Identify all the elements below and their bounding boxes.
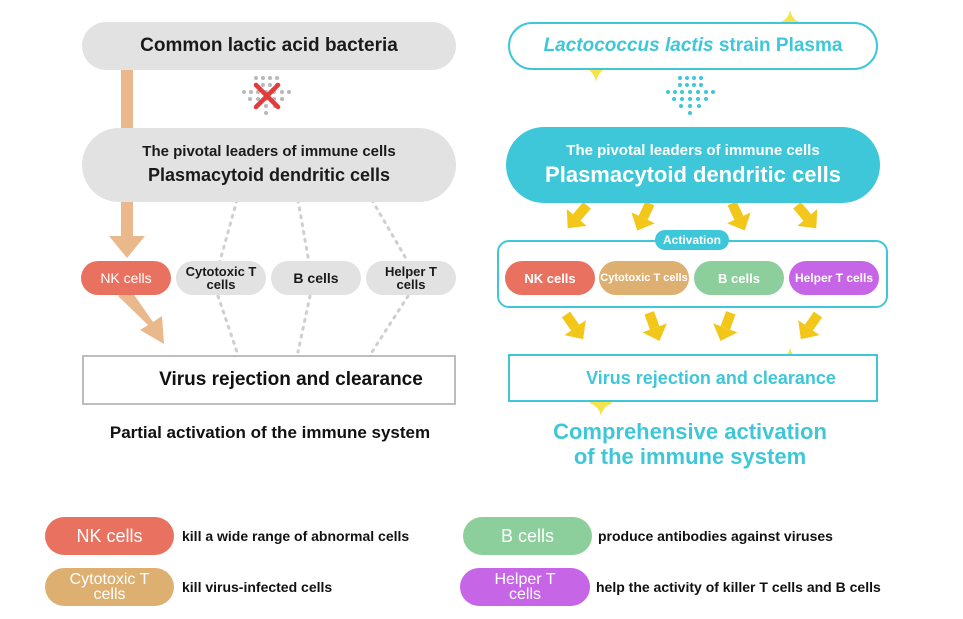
left-pdc-pill: The pivotal leaders of immune cells Plas… — [82, 128, 456, 202]
orange-arrow-diagonal — [118, 289, 164, 344]
right-source-italic: Lactococcus lactis — [543, 35, 714, 56]
right-helper-pill: Helper T cells — [789, 261, 879, 295]
legend-helper-l2: cells — [508, 586, 541, 603]
right-result-label: Virus rejection and clearance — [586, 367, 836, 388]
left-caption-text: Partial activation of the immune system — [109, 423, 431, 442]
yellow-arrows-top — [566, 201, 818, 231]
right-nk-cells-pill: NK cells — [505, 261, 595, 295]
left-source-label: Common lactic acid bacteria — [140, 35, 398, 56]
activation-label: Activation — [662, 233, 721, 247]
left-pdc-line2: Plasmacytoid dendritic cells — [147, 165, 391, 185]
right-caption-l2: of the immune system — [573, 444, 807, 469]
right-pdc-line1: The pivotal leaders of immune cells — [566, 142, 820, 159]
yellow-arrows-bottom — [561, 311, 823, 342]
right-source-rest: strain Plasma — [713, 35, 843, 56]
left-helper-l2: cells — [396, 277, 426, 292]
left-result-box: Virus rejection and clearance — [82, 355, 456, 405]
right-pdc-line2: Plasmacytoid dendritic cells — [545, 162, 841, 187]
left-nk-cells-pill: NK cells — [81, 261, 171, 295]
right-result-box: Virus rejection and clearance — [508, 354, 878, 402]
right-caption-l1: Comprehensive activation — [553, 419, 827, 444]
legend-cyto-l2: cells — [93, 586, 126, 603]
left-caption: Partial activation of the immune system — [60, 420, 480, 446]
legend-b-pill: B cells — [463, 517, 592, 555]
right-nk-label: NK cells — [524, 270, 576, 286]
left-b-label: B cells — [293, 270, 339, 286]
left-source-pill: Common lactic acid bacteria — [82, 22, 456, 70]
left-helper-l1: Helper T — [384, 264, 437, 279]
legend-nk-pill: NK cells — [45, 517, 174, 555]
left-nk-label: NK cells — [100, 270, 152, 286]
legend-b-desc: produce antibodies against viruses — [598, 528, 833, 544]
right-pdc-pill: The pivotal leaders of immune cells Plas… — [506, 127, 880, 203]
left-result-label: Virus rejection and clearance — [159, 369, 423, 390]
right-cytotoxic-label: Cytotoxic T cells — [600, 272, 688, 284]
left-cytotoxic-l1: Cytotoxic T — [185, 264, 257, 279]
left-cytotoxic-l2: cells — [206, 277, 236, 292]
legend-nk-desc: kill a wide range of abnormal cells — [182, 528, 410, 544]
legend-cyto-l1: Cytotoxic T — [69, 571, 150, 588]
right-cytotoxic-pill: Cytotoxic T cells — [599, 261, 689, 295]
right-source-pill: Lactococcus lactis strain Plasma — [508, 22, 878, 70]
cross-icon — [253, 82, 281, 110]
legend-helper-desc: help the activity of killer T cells and … — [596, 579, 881, 595]
legend-b-label: B cells — [500, 525, 554, 546]
cyan-dotted-down-arrow-icon — [666, 76, 715, 115]
activation-badge: Activation — [655, 230, 729, 250]
left-cytotoxic-pill: Cytotoxic T cells — [176, 261, 266, 295]
left-dotted-connectors — [216, 198, 410, 354]
legend-helper-l1: Helper T — [494, 571, 556, 588]
right-helper-label: Helper T cells — [794, 271, 874, 285]
right-b-cells-pill: B cells — [694, 261, 784, 295]
left-pdc-line1: The pivotal leaders of immune cells — [142, 143, 396, 160]
left-helper-pill: Helper T cells — [366, 261, 456, 295]
legend-cytotoxic-desc: kill virus-infected cells — [182, 579, 333, 595]
legend-helper-pill: Helper T cells — [460, 568, 590, 606]
left-b-cells-pill: B cells — [271, 261, 361, 295]
legend-nk-label: NK cells — [76, 525, 143, 546]
legend-cytotoxic-pill: Cytotoxic T cells — [45, 568, 174, 606]
right-caption: Comprehensive activation of the immune s… — [480, 418, 900, 470]
right-b-label: B cells — [718, 270, 760, 286]
